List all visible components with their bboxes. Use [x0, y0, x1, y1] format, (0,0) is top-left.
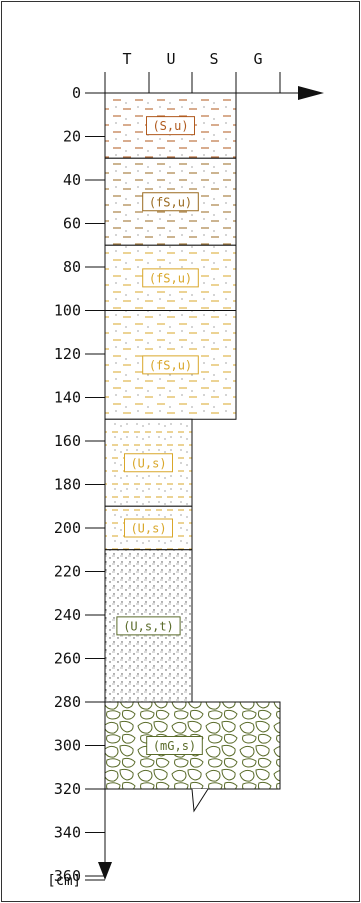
- depth-tick-label: 340: [54, 824, 81, 842]
- depth-unit-label: [cm]: [47, 873, 81, 889]
- depth-tick-label: 60: [63, 215, 81, 233]
- layer-notch: [191, 788, 209, 813]
- layer-label: (S,u): [152, 119, 188, 133]
- grain-size-axis: [104, 72, 324, 100]
- layer-label-box: [146, 736, 203, 755]
- layer-label-box: [142, 268, 199, 288]
- layer-label: (fS,u): [149, 271, 192, 285]
- depth-tick-label: 260: [54, 650, 81, 668]
- depth-tick-label: 360: [54, 867, 81, 885]
- column-label-t: T: [122, 50, 131, 68]
- soil-layer: (U,s): [104, 418, 193, 507]
- depth-tick-label: 220: [54, 563, 81, 581]
- soil-layer: (fS,u): [104, 244, 237, 311]
- depth-tick-label: 200: [54, 519, 81, 537]
- layer-label: (U,s): [130, 456, 166, 470]
- depth-tick-label: 160: [54, 432, 81, 450]
- header-axis-arrow: [298, 86, 324, 100]
- soil-layer: (U,s): [104, 505, 193, 551]
- column-label-u: U: [166, 50, 175, 68]
- depth-tick-label: 180: [54, 476, 81, 494]
- depth-axis: 0 20 40 60 80 100 120 140 160 180 200 220 240 260 280 3…: [47, 84, 112, 889]
- layer-label-box: [124, 453, 173, 473]
- depth-tick-label: 140: [54, 389, 81, 407]
- layer-label-box: [142, 355, 199, 375]
- soil-layer: (mG,s): [104, 701, 281, 813]
- layer-label-box: [116, 616, 181, 636]
- column-label-g: G: [253, 50, 262, 68]
- column-label-s: S: [209, 50, 218, 68]
- soil-layer: (U,s,t): [104, 549, 193, 703]
- depth-tick-label: 100: [54, 302, 81, 320]
- depth-tick-label: 300: [54, 737, 81, 755]
- depth-tick-label: 80: [63, 258, 81, 276]
- depth-tick-label: 320: [54, 780, 81, 798]
- layer-label: (mG,s): [153, 739, 196, 753]
- layer-label-box: [124, 518, 173, 538]
- depth-tick-label: 240: [54, 606, 81, 624]
- layer-label-box: [142, 192, 199, 212]
- soil-layer: (fS,u): [104, 310, 237, 420]
- layer-label-box: [146, 116, 195, 136]
- layer-label: (U,s,t): [123, 619, 174, 633]
- layer-label: (U,s): [130, 522, 166, 536]
- depth-tick-label: 20: [63, 128, 81, 146]
- layer-label: (fS,u): [149, 358, 192, 372]
- depth-tick-label: 120: [54, 345, 81, 363]
- soil-layer: (fS,u): [104, 157, 237, 246]
- column-header: T U S G: [122, 50, 262, 68]
- depth-tick-label: 280: [54, 693, 81, 711]
- layer-label: (fS,u): [149, 195, 192, 209]
- depth-tick-label: 40: [63, 171, 81, 189]
- depth-tick-label: 0: [72, 84, 81, 102]
- soil-layers: (S,u) (fS,u) (fS,u) (fS,u) (U,s) (U,s) (U,s,t)…: [104, 92, 281, 813]
- depth-axis-arrow: [98, 862, 112, 880]
- soil-layer: (S,u): [104, 92, 237, 159]
